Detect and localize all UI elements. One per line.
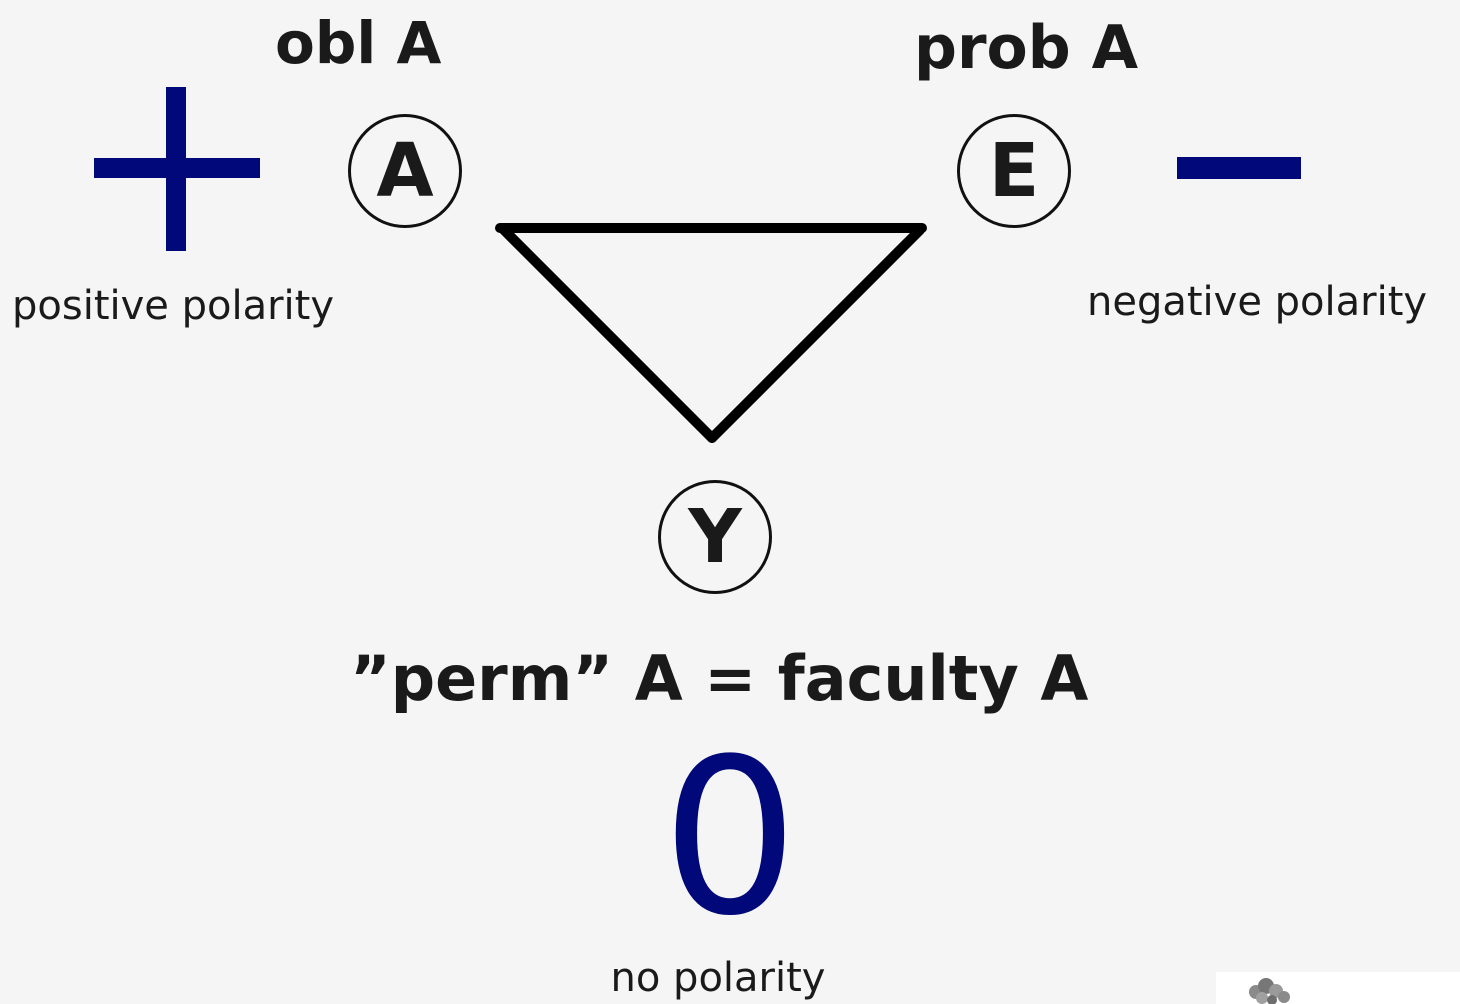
label-negative-polarity: negative polarity [1087,282,1427,322]
decorative-figure-icon [1242,976,1294,1004]
label-positive-polarity: positive polarity [12,286,334,326]
node-a-letter: A [376,134,433,208]
label-obl-a: obl A [275,14,441,72]
node-e-letter: E [989,134,1040,208]
node-y: Y [658,480,772,594]
plus-sign-horizontal-bar [94,158,260,178]
label-prob-a: prob A [914,18,1138,78]
minus-sign-icon [1177,157,1301,179]
node-e: E [957,114,1071,228]
node-y-letter: Y [688,500,742,574]
edge-e-y [712,230,920,438]
edge-a-y [502,228,712,438]
zero-symbol: 0 [0,730,1460,945]
label-perm-faculty: ”perm” A = faculty A [350,648,1088,710]
node-a: A [348,114,462,228]
